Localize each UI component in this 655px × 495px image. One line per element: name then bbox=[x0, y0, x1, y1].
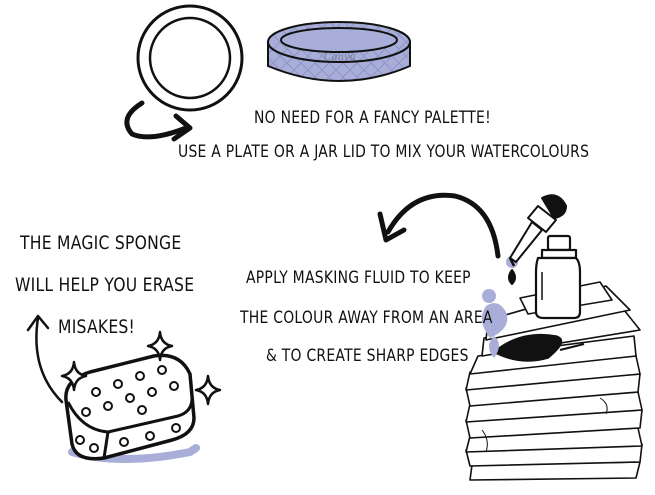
masking-tip-line-1: apply masking fluid to keep bbox=[246, 268, 471, 288]
sponge-tip-line-1: the magic sponge bbox=[20, 232, 182, 254]
sponge-icon bbox=[64, 353, 200, 463]
dropper-bottle-icon bbox=[534, 234, 582, 320]
sponge-tip-line-2: will help you erase bbox=[15, 274, 195, 296]
sparkle-icon bbox=[60, 330, 222, 406]
curved-arrow-left-icon bbox=[377, 192, 501, 259]
paint-drops-icon bbox=[481, 256, 518, 358]
masking-tip-line-3: & to create sharp edges bbox=[266, 346, 469, 366]
curved-arrow-right-icon bbox=[124, 100, 193, 142]
dropper-icon bbox=[508, 194, 567, 285]
palette-tip-line-2: use a plate or a jar lid to mix your wat… bbox=[178, 142, 590, 162]
thin-arrow-up-icon bbox=[26, 314, 64, 404]
jar-lid-icon: Canva bbox=[267, 21, 411, 82]
plate-icon bbox=[136, 4, 244, 112]
masking-tip-line-2: the colour away from an area bbox=[240, 308, 493, 328]
watermark: Canva bbox=[324, 52, 356, 63]
palette-tip-line-1: no need for a fancy palette! bbox=[254, 108, 491, 128]
sponge-tip-line-3: misakes! bbox=[58, 316, 136, 338]
